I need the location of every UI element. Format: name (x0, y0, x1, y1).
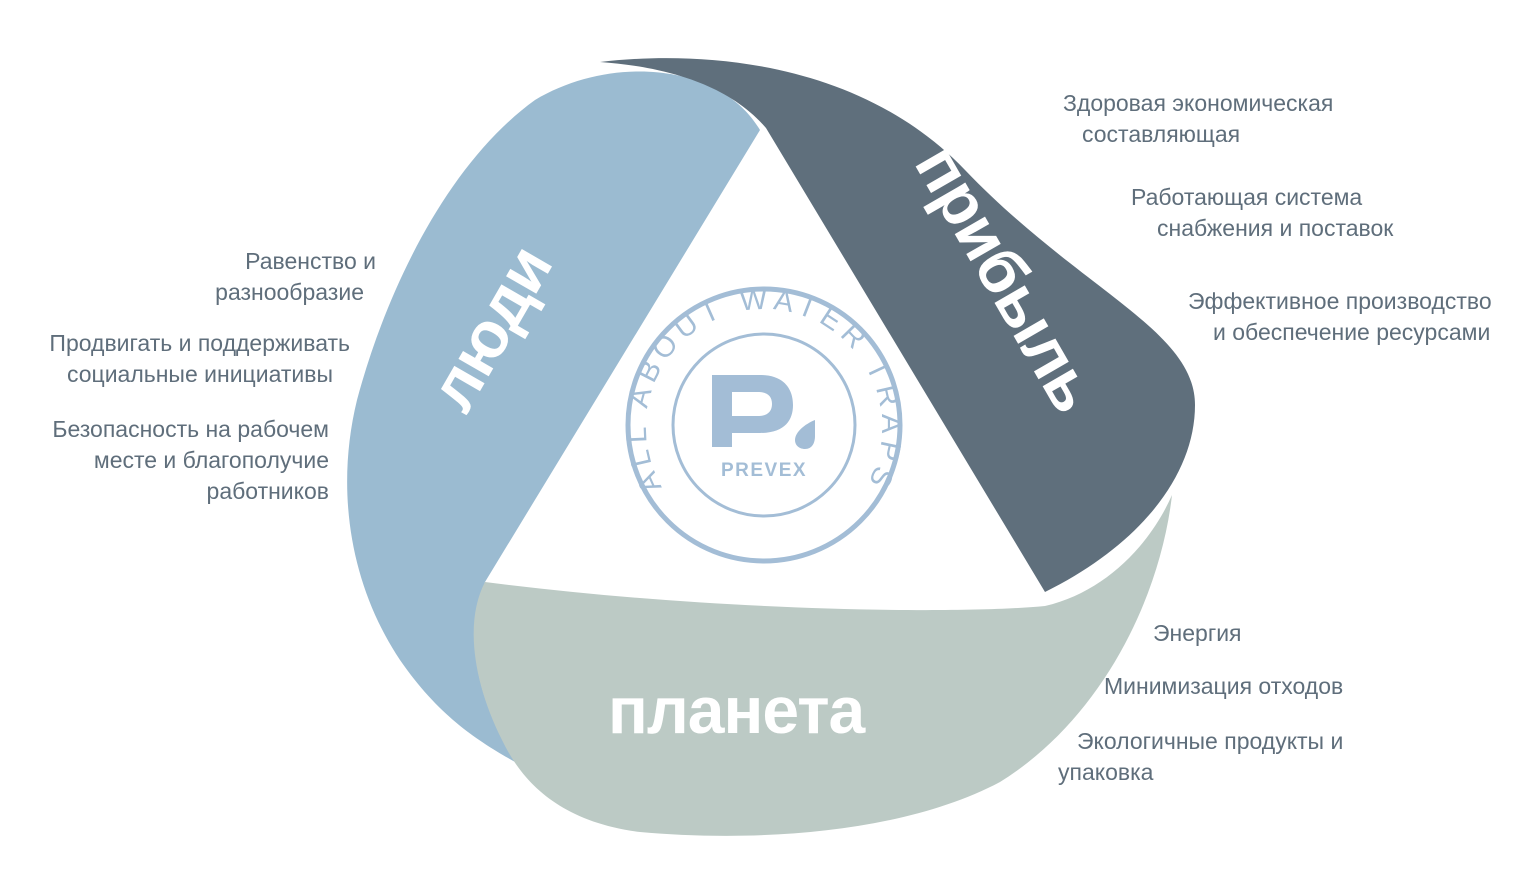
people-item-2-line-2: социальные инициативы (66, 361, 333, 387)
planet-label: планета (608, 673, 865, 747)
profit-item-2-line-1: Работающая система (1131, 184, 1363, 210)
prevex-logo: ALL ABOUT WATER TRAPS PREVEX (621, 283, 903, 564)
people-item-1-line-1: Равенство и (245, 248, 376, 274)
water-drop-icon (795, 420, 815, 449)
logo-p-icon (712, 375, 793, 447)
profit-item-3-line-1: Эффективное производство (1188, 288, 1492, 314)
segment-people (347, 71, 760, 762)
profit-item-2-line-2: снабжения и поставок (1157, 215, 1394, 241)
profit-item-1-line-1: Здоровая экономическая (1063, 90, 1334, 116)
people-item-1-line-2: разнообразие (215, 279, 364, 305)
people-item-3-line-2: месте и благополучие (93, 447, 329, 473)
people-item-2-line-1: Продвигать и поддерживать (49, 330, 350, 356)
logo-brand: PREVEX (721, 460, 807, 481)
profit-item-1-line-2: составляющая (1082, 121, 1241, 147)
segment-profit (600, 58, 1195, 593)
people-item-3-line-1: Безопасность на рабочем (52, 416, 329, 442)
planet-item-3-line-2: упаковка (1058, 759, 1154, 785)
planet-item-1: Энергия (1153, 620, 1242, 646)
planet-item-2: Минимизация отходов (1104, 673, 1344, 699)
people-item-3-line-3: работников (206, 478, 329, 504)
profit-item-3-line-2: и обеспечение ресурсами (1213, 319, 1491, 345)
segment-planet (473, 495, 1172, 836)
planet-item-3-line-1: Экологичные продукты и (1077, 728, 1344, 754)
